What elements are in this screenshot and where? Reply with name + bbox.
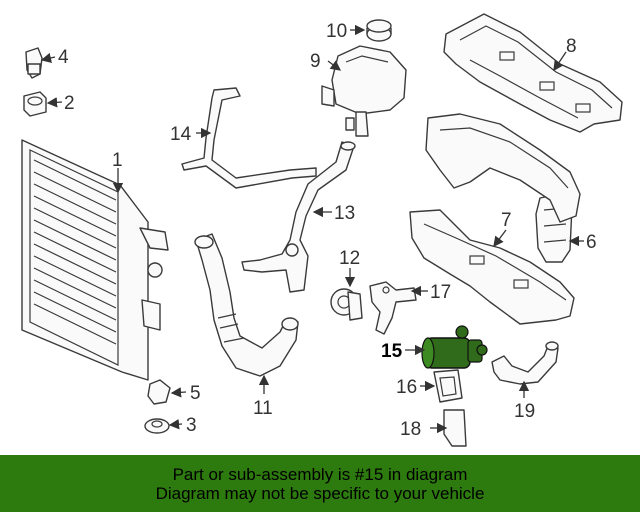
lower-hose-part-11[interactable]	[194, 233, 299, 377]
callout-18[interactable]: 18	[400, 419, 421, 440]
callout-16[interactable]: 16	[396, 377, 417, 398]
callouts: 1 2 3 4 5 6 7 8 9 10 11 12 13 14 15 16 1…	[58, 21, 597, 440]
callout-3[interactable]: 3	[186, 415, 197, 436]
mount-part-2[interactable]	[23, 91, 47, 117]
bushing-part-3[interactable]	[144, 418, 170, 434]
water-pump-part-15[interactable]	[421, 325, 488, 369]
clip-part-4[interactable]	[25, 47, 43, 79]
callout-11[interactable]: 11	[253, 398, 273, 419]
bracket-part-17[interactable]	[369, 281, 417, 335]
callout-8[interactable]: 8	[566, 36, 577, 57]
gasket-part-16[interactable]	[433, 369, 463, 403]
radiator-part[interactable]	[21, 139, 169, 381]
callout-2[interactable]: 2	[64, 93, 75, 114]
thermostat-part-12[interactable]	[330, 288, 363, 321]
lower-support-part-7[interactable]	[409, 209, 575, 325]
callout-12[interactable]: 12	[339, 248, 360, 269]
info-banner: Part or sub-assembly is #15 in diagram D…	[0, 455, 640, 512]
pipe-part-19[interactable]	[491, 341, 559, 385]
callout-10[interactable]: 10	[326, 21, 347, 42]
callout-19[interactable]: 19	[514, 401, 535, 422]
expansion-tank-part-9[interactable]	[321, 45, 407, 137]
callout-15[interactable]: 15	[381, 341, 403, 362]
callout-9[interactable]: 9	[310, 51, 321, 72]
leader-lines	[40, 24, 584, 434]
callout-4[interactable]: 4	[58, 47, 69, 68]
grommet-part-5[interactable]	[147, 379, 171, 405]
parts-diagram: 1 2 3 4 5 6 7 8 9 10 11 12 13 14 15 16 1…	[21, 13, 623, 447]
callout-13[interactable]: 13	[334, 203, 355, 224]
callout-7[interactable]: 7	[501, 210, 512, 231]
callout-6[interactable]: 6	[586, 232, 597, 253]
callout-17[interactable]: 17	[430, 282, 451, 303]
coolant-tube-part-14[interactable]	[181, 87, 317, 189]
banner-line-2: Diagram may not be specific to your vehi…	[155, 483, 485, 503]
clamp-bracket-part-18[interactable]	[443, 409, 467, 447]
reservoir-cap-part-10[interactable]	[366, 19, 392, 42]
upper-support-part-8[interactable]	[443, 13, 623, 133]
callout-5[interactable]: 5	[190, 383, 201, 404]
callout-1[interactable]: 1	[112, 150, 123, 171]
banner-line-1: Part or sub-assembly is #15 in diagram	[172, 464, 468, 484]
callout-14[interactable]: 14	[170, 124, 192, 145]
air-duct-part[interactable]	[425, 113, 581, 223]
hose-part-13[interactable]	[241, 141, 356, 293]
